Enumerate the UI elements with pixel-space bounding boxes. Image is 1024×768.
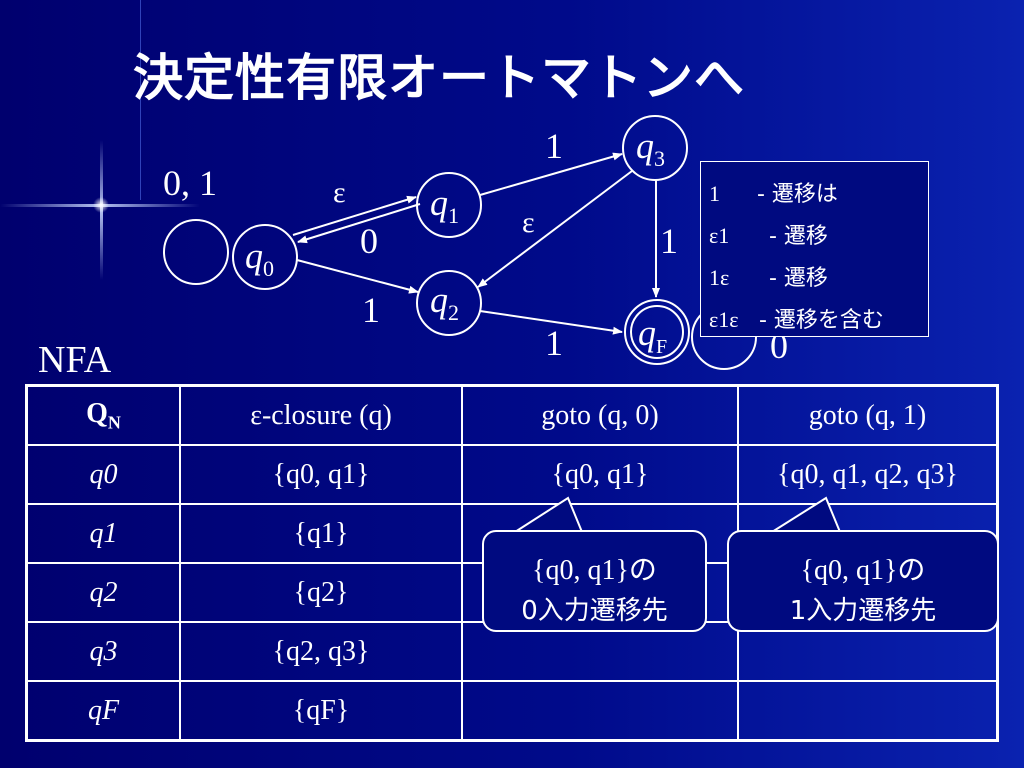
edge-label-q3-q2: ε — [522, 206, 535, 239]
callout-text: 1入力遷移先 — [789, 596, 937, 626]
edge-q1-q3 — [479, 152, 623, 196]
closure-cell: {qF} — [179, 680, 463, 742]
slide-title: 決定性有限オートマトンへ — [133, 49, 745, 107]
self-loop-q0 — [163, 219, 229, 285]
edge-q0-q1 — [292, 195, 417, 236]
goto1-cell — [737, 680, 999, 742]
state-circle-q0 — [232, 224, 298, 290]
state-circle-qF-inner — [630, 305, 684, 359]
goto0-cell — [461, 680, 739, 742]
edge-label-q2-qF: 1 — [545, 323, 563, 363]
legend-row: ε1- 遷移 — [709, 223, 828, 249]
state-cell: qF — [25, 680, 181, 742]
legend-row: 1- 遷移は — [709, 181, 838, 207]
edge-q2-qF — [479, 310, 623, 335]
legend-row: ε1ε- 遷移を含む — [709, 307, 884, 333]
lens-flare-center — [93, 197, 109, 213]
state-circle-q2 — [416, 270, 482, 336]
callout-goto0: {q0, q1}の 0入力遷移先 — [482, 530, 707, 632]
legend-row: 1ε- 遷移 — [709, 265, 828, 291]
nfa-diagram: q0 q1 q2 q3 qF 0, 1 ε 0 1 1 ε 1 1 0 — [163, 126, 690, 365]
header-goto1: goto (q, 1) — [737, 384, 999, 446]
closure-cell: {q2} — [179, 562, 463, 623]
callout-goto1: {q0, q1}の 1入力遷移先 — [727, 530, 999, 632]
closure-cell: {q0, q1} — [179, 444, 463, 505]
state-cell: q0 — [25, 444, 181, 505]
edge-label-q0-q2: 1 — [362, 290, 380, 330]
callout-set: {q0, q1}の — [532, 555, 657, 586]
state-cell: q3 — [25, 621, 181, 682]
nfa-label: NFA — [38, 339, 112, 381]
state-cell: q2 — [25, 562, 181, 623]
decorative-line — [140, 0, 141, 200]
table-row: q0 {q0, q1} {q0, q1} {q0, q1, q2, q3} — [25, 444, 999, 505]
edge-label-q0-q1: ε — [333, 176, 346, 209]
callout-text: 0入力遷移先 — [521, 596, 668, 626]
table-row: qF {qF} — [25, 680, 999, 742]
closure-cell: {q2, q3} — [179, 621, 463, 682]
goto1-cell: {q0, q1, q2, q3} — [737, 444, 999, 505]
closure-cell: {q1} — [179, 503, 463, 564]
edge-q3-q2 — [477, 170, 633, 288]
edge-q0-q2 — [296, 259, 419, 294]
edge-q1-q0 — [297, 203, 421, 244]
header-closure: ε-closure (q) — [179, 384, 463, 446]
goto0-cell: {q0, q1} — [461, 444, 739, 505]
header-qn: QN — [25, 384, 181, 446]
state-cell: q1 — [25, 503, 181, 564]
edge-label-q1-q3: 1 — [545, 126, 563, 166]
callout-set: {q0, q1}の — [800, 555, 926, 586]
edge-label-q3-qF: 1 — [660, 221, 678, 261]
header-goto0: goto (q, 0) — [461, 384, 739, 446]
edge-label-q1-q0: 0 — [360, 221, 378, 261]
state-circle-qF-outer — [624, 299, 690, 365]
edge-label-q0-loop: 0, 1 — [163, 163, 217, 203]
table-header-row: QN ε-closure (q) goto (q, 0) goto (q, 1) — [25, 384, 999, 446]
legend-box: 1- 遷移は ε1- 遷移 1ε- 遷移 ε1ε- 遷移を含む — [700, 161, 929, 337]
